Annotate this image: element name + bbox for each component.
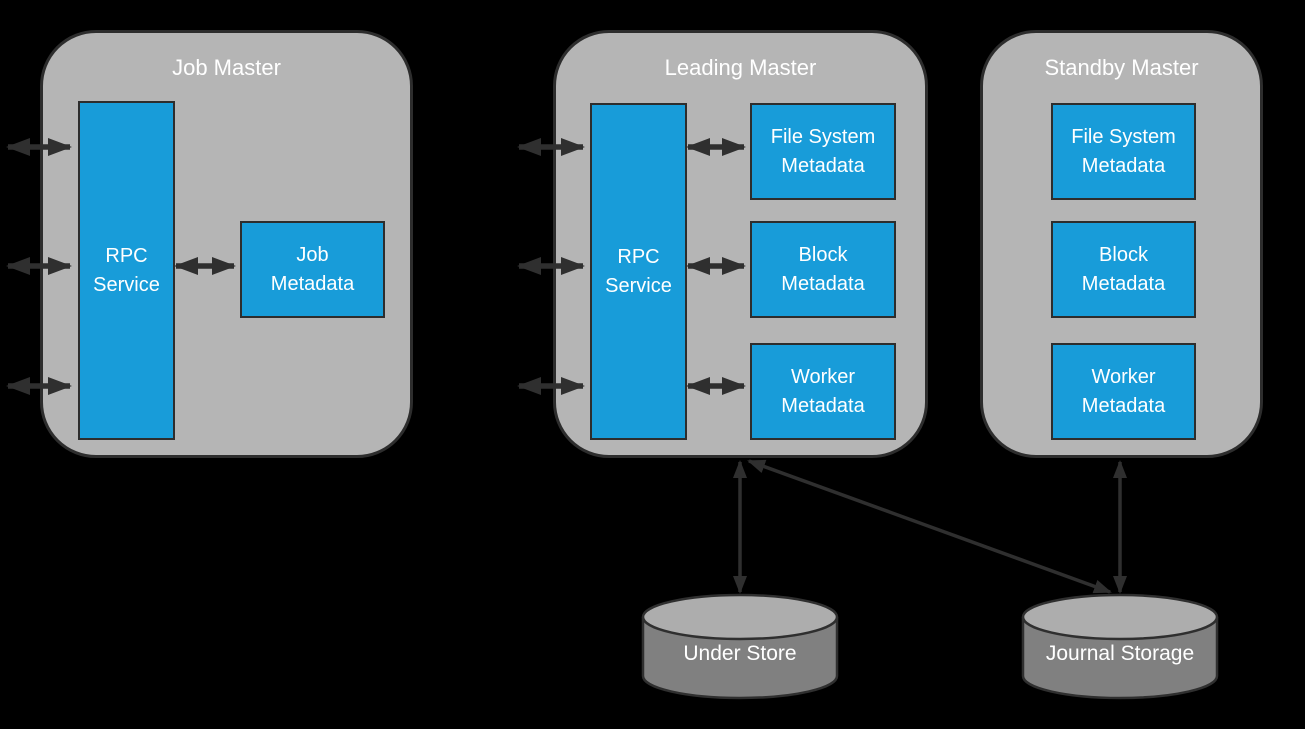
- leading-master-title: Leading Master: [664, 55, 817, 80]
- standby-block-metadata-box: Block Metadata: [1051, 221, 1196, 318]
- under-store-label: Under Store: [683, 642, 797, 665]
- arrow-leading-to-journal-storage: [747, 459, 1112, 594]
- leading-worker-metadata-box: Worker Metadata: [750, 343, 896, 440]
- standby-master-container: Standby Master File System Metadata Bloc…: [980, 30, 1263, 458]
- job-master-title: Job Master: [172, 55, 281, 80]
- leading-master-container: Leading Master RPC Service File System M…: [553, 30, 928, 458]
- job-metadata-box: Job Metadata: [240, 221, 385, 318]
- leading-rpc-service-box: RPC Service: [590, 103, 687, 440]
- standby-master-title: Standby Master: [1044, 55, 1199, 80]
- standby-worker-metadata-box: Worker Metadata: [1051, 343, 1196, 440]
- job-rpc-service-box: RPC Service: [78, 101, 175, 440]
- leading-block-metadata-box: Block Metadata: [750, 221, 896, 318]
- journal-storage-label: Journal Storage: [1045, 642, 1195, 665]
- standby-file-system-metadata-box: File System Metadata: [1051, 103, 1196, 200]
- leading-file-system-metadata-box: File System Metadata: [750, 103, 896, 200]
- job-master-container: Job Master RPC Service Job Metadata: [40, 30, 413, 458]
